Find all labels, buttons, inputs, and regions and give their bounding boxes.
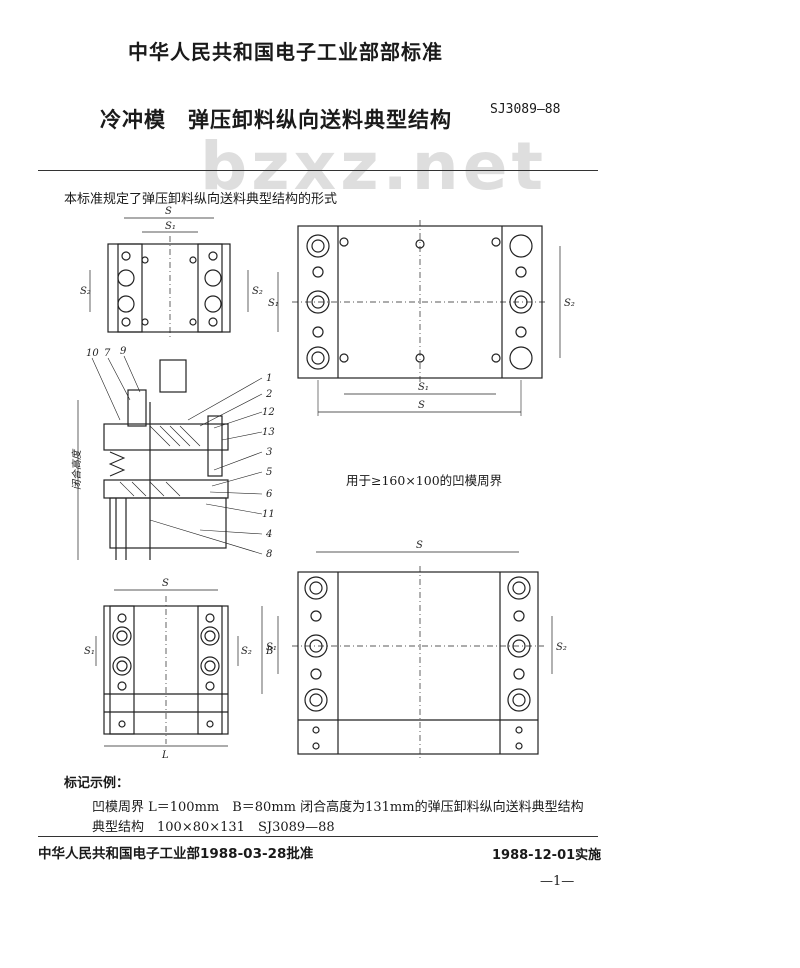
section-view: [77, 355, 263, 560]
bottom-right-plan-view: [277, 551, 553, 760]
dim-s1-bottom-left: S₁: [84, 646, 95, 657]
dim-s-bottom-left: S: [162, 578, 169, 589]
watermark: bzxz.net: [200, 128, 548, 205]
dim-s2-left: S₂: [80, 286, 91, 297]
dim-l-bottom-left: L: [161, 750, 169, 761]
dim-s-bottom-right: S: [416, 540, 423, 551]
part-no-12: 12: [262, 407, 275, 418]
part-no-4: 4: [265, 529, 272, 540]
marking-example-line1: 凹模周界 L＝100mm B＝80mm 闭合高度为131mm的弹压卸料纵向送料典…: [92, 800, 584, 815]
organization-heading: 中华人民共和国电子工业部部标准: [128, 40, 443, 64]
figure-caption: 用于≥160×100的凹模周界: [346, 473, 503, 488]
dim-s2-right: S₂: [252, 286, 263, 297]
approval-text: 中华人民共和国电子工业部1988-03-28批准: [38, 846, 314, 862]
dim-b-bottom-left: B: [265, 646, 273, 657]
header-rule: [38, 170, 598, 171]
dim-s-top-left: S: [165, 206, 172, 217]
intro-text: 本标准规定了弹压卸料纵向送料典型结构的形式: [64, 192, 338, 207]
closed-height-label: 闭合高度: [71, 448, 83, 490]
dim-s1-top-left: S₁: [165, 221, 176, 232]
part-no-13: 13: [262, 427, 275, 438]
marking-heading: 标记示例：: [64, 776, 130, 791]
standard-title: 冷冲模 弹压卸料纵向送料典型结构: [100, 108, 452, 132]
part-no-9: 9: [120, 346, 127, 357]
footer-rule: [38, 836, 598, 837]
bottom-left-plan-view: [95, 589, 263, 747]
part-no-3: 3: [266, 447, 272, 458]
part-no-7: 7: [104, 348, 111, 359]
part-no-10: 10: [86, 348, 99, 359]
dim-s2-right-view: S₂: [564, 298, 575, 309]
page-number: —1—: [540, 874, 575, 889]
standard-code: SJ3089—88: [490, 102, 561, 117]
dim-s2-bottom-left: S₂: [241, 646, 252, 657]
dim-s1-right-view: S₁: [268, 298, 279, 309]
part-no-6: 6: [266, 489, 273, 500]
dim-s2-bottom-right: S₂: [556, 642, 567, 653]
top-right-plan-view: [277, 220, 561, 416]
part-no-8: 8: [266, 549, 272, 560]
top-left-plan-view: [89, 217, 249, 340]
dim-s-bottom-right-view: S: [418, 400, 425, 411]
effective-date: 1988-12-01实施: [492, 848, 602, 863]
part-no-11: 11: [262, 509, 275, 520]
dim-s1-bottom-right-view: S₁: [418, 382, 429, 393]
part-no-5: 5: [266, 467, 272, 478]
dim-s1-bottom-right: S₁: [266, 642, 277, 653]
marking-example-line2: 典型结构 100×80×131 SJ3089—88: [92, 820, 335, 835]
part-no-2: 2: [265, 389, 272, 400]
part-no-1: 1: [266, 373, 272, 384]
